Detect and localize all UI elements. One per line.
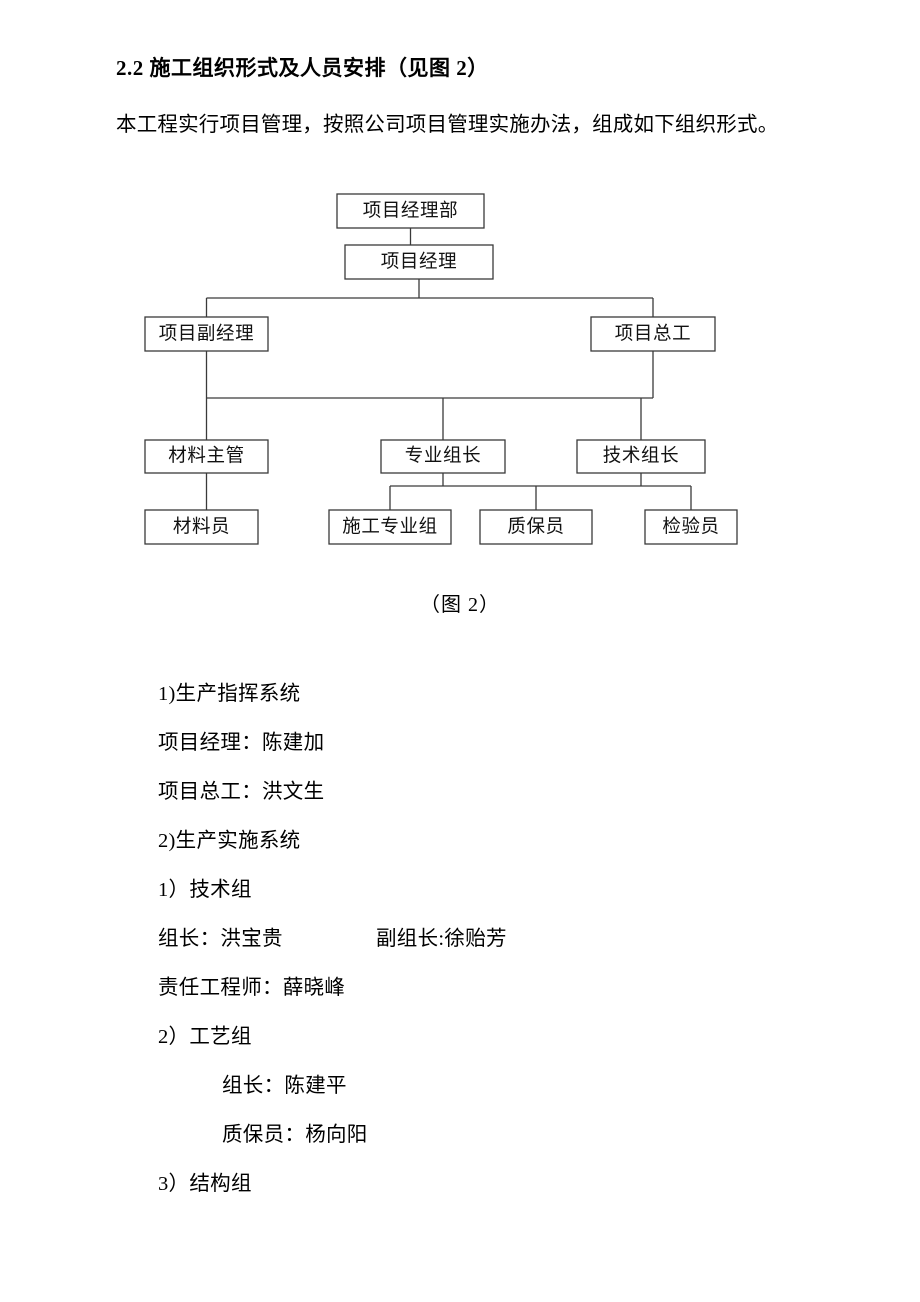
org-node-quality-clerk: 质保员	[479, 509, 593, 545]
figure-caption: （图 2）	[420, 594, 500, 616]
org-node-box	[144, 316, 269, 352]
org-node-label: 质保员	[507, 516, 564, 537]
org-node-label: 项目经理部	[363, 200, 459, 221]
org-node-label: 专业组长	[405, 445, 481, 466]
org-node-construction-team: 施工专业组	[328, 509, 452, 545]
org-chart-connectors	[205, 228, 692, 510]
list-item: 2)生产实施系统	[0, 823, 920, 872]
org-chart-svg: 项目经理部 项目经理 项目副经理 项目总工 材料主管	[144, 193, 738, 545]
list-item: 3）结构组	[0, 1166, 920, 1215]
org-node-manager: 项目经理	[344, 244, 494, 280]
list-item: 项目总工：洪文生	[0, 774, 920, 823]
org-node-inspector: 检验员	[644, 509, 738, 545]
org-node-box	[344, 244, 494, 280]
list-item: 组长：洪宝贵 副组长:徐贻芳	[0, 921, 920, 970]
list-item: 组长：陈建平	[0, 1068, 920, 1117]
org-node-label: 材料员	[173, 516, 230, 537]
list-item: 1)生产指挥系统	[0, 676, 920, 725]
intro-paragraph: 本工程实行项目管理，按照公司项目管理实施办法，组成如下组织形式。	[116, 114, 779, 136]
org-node-material-supervisor: 材料主管	[144, 439, 269, 474]
list-item-text: 组长：洪宝贵	[158, 928, 283, 950]
org-node-box	[590, 316, 716, 352]
org-node-label: 技术组长	[603, 445, 679, 466]
list-item-text: 项目总工：洪文生	[158, 781, 325, 803]
list-item-secondary-text: 副组长:徐贻芳	[376, 928, 507, 950]
org-node-chief-engineer: 项目总工	[590, 316, 716, 352]
list-item: 项目经理：陈建加	[0, 725, 920, 774]
section-heading: 2.2 施工组织形式及人员安排（见图 2）	[116, 56, 489, 80]
org-node-technical-leader: 技术组长	[576, 439, 706, 474]
list-item: 2）工艺组	[0, 1019, 920, 1068]
list-item-text: 1）技术组	[158, 879, 252, 901]
list-item-text: 责任工程师：薛晓峰	[158, 977, 346, 999]
org-node-box	[144, 439, 269, 474]
list-item: 责任工程师：薛晓峰	[0, 970, 920, 1019]
org-node-box	[576, 439, 706, 474]
org-node-label: 检验员	[662, 516, 719, 537]
org-node-box	[644, 509, 738, 545]
personnel-list: 1)生产指挥系统 项目经理：陈建加 项目总工：洪文生 2)生产实施系统 1）技术…	[0, 676, 920, 1215]
org-node-box	[479, 509, 593, 545]
org-node-box	[380, 439, 506, 474]
org-node-box	[144, 509, 259, 545]
org-node-dept: 项目经理部	[336, 193, 485, 229]
list-item-text: 2)生产实施系统	[158, 830, 301, 852]
list-item-text: 2）工艺组	[158, 1026, 252, 1048]
org-node-label: 项目总工	[615, 323, 691, 344]
org-node-deputy-manager: 项目副经理	[144, 316, 269, 352]
org-node-box	[336, 193, 485, 229]
list-item: 质保员：杨向阳	[0, 1117, 920, 1166]
org-node-material-clerk: 材料员	[144, 509, 259, 545]
list-item-text: 3）结构组	[158, 1173, 252, 1195]
organization-chart: 项目经理部 项目经理 项目副经理 项目总工 材料主管	[0, 180, 920, 580]
org-node-label: 材料主管	[168, 445, 244, 466]
org-chart-nodes: 项目经理部 项目经理 项目副经理 项目总工 材料主管	[144, 193, 738, 545]
list-item-text: 项目经理：陈建加	[158, 732, 325, 754]
org-node-box	[328, 509, 452, 545]
org-node-label: 施工专业组	[342, 516, 438, 537]
org-node-professional-leader: 专业组长	[380, 439, 506, 474]
org-node-label: 项目经理	[381, 251, 457, 272]
list-item: 1）技术组	[0, 872, 920, 921]
list-item-text: 1)生产指挥系统	[158, 683, 301, 705]
org-node-label: 项目副经理	[159, 323, 255, 344]
list-item-text: 组长：陈建平	[222, 1075, 347, 1097]
list-item-text: 质保员：杨向阳	[222, 1124, 368, 1146]
